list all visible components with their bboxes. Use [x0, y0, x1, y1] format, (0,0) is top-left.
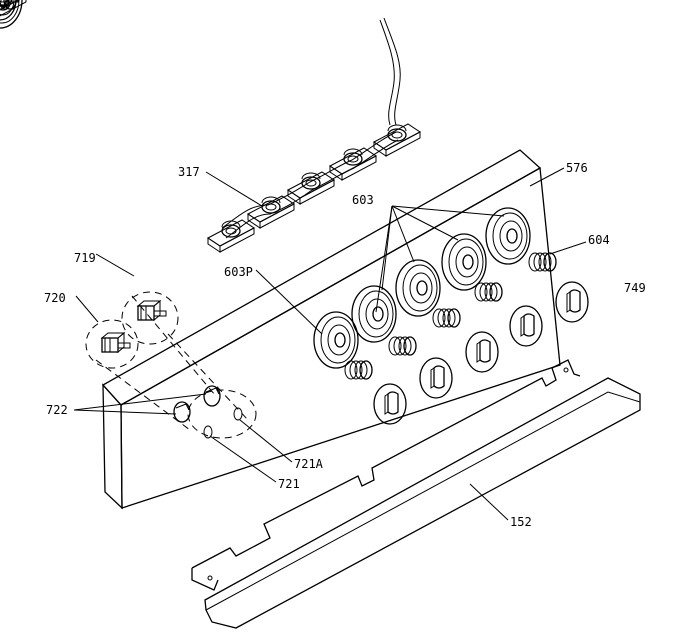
label-152: 152 [510, 515, 532, 529]
switch-assemblies [0, 0, 257, 439]
label-721: 721 [278, 477, 300, 491]
igniter-harness [0, 0, 421, 253]
label-603: 603 [352, 193, 374, 207]
label-749: 749 [624, 281, 646, 295]
bottom-bracket [191, 359, 641, 629]
leader-lines [73, 167, 587, 521]
part-labels: 317 576 603 603P 604 749 719 720 722 721… [44, 161, 646, 529]
burner-grates [0, 0, 531, 369]
label-720: 720 [44, 291, 66, 305]
label-604: 604 [588, 233, 610, 247]
label-719: 719 [74, 251, 96, 265]
label-721a: 721A [294, 457, 324, 471]
label-603p: 603P [224, 265, 253, 279]
label-722: 722 [46, 403, 68, 417]
control-panel [101, 149, 561, 510]
knob-springs [0, 0, 557, 380]
label-317: 317 [178, 165, 200, 179]
control-knobs [0, 0, 589, 425]
label-576: 576 [566, 161, 588, 175]
